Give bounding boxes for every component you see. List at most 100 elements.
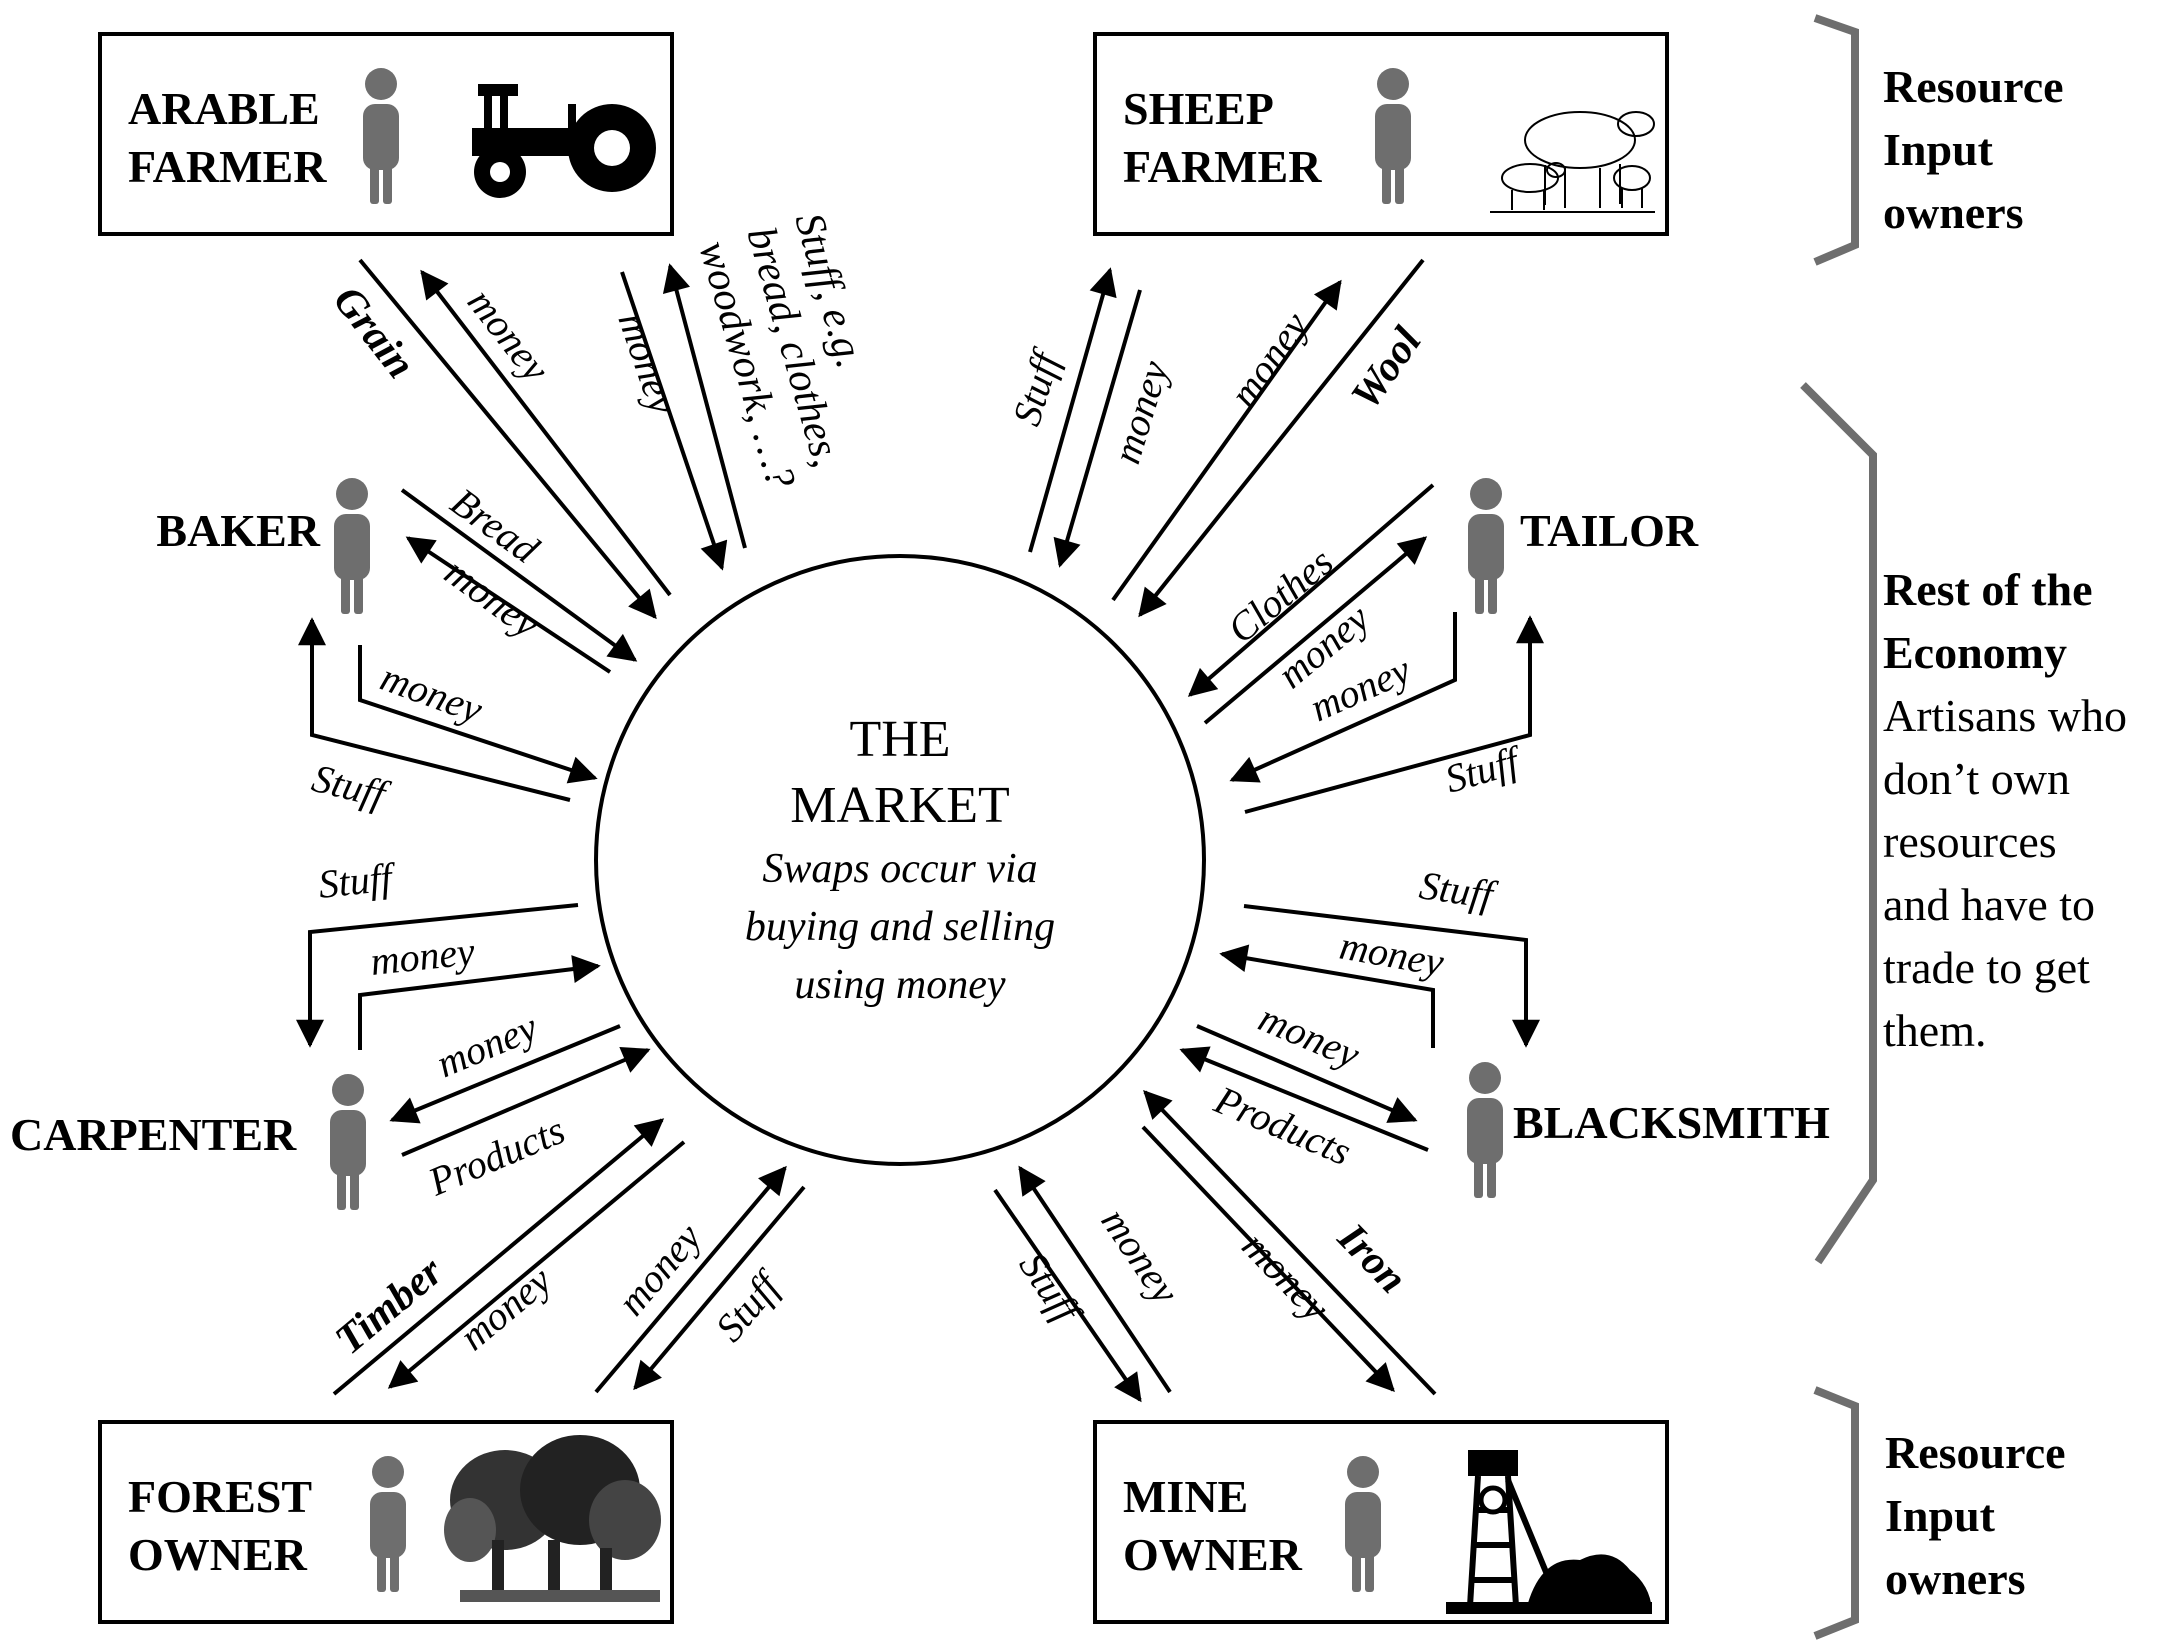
market: THE MARKET Swaps occur via buying and se… <box>594 554 1206 1166</box>
mine-owner-label-1: MINE <box>1123 1471 1248 1522</box>
mine-tower-icon <box>1446 1450 1652 1614</box>
arable-farmer-label-1: ARABLE <box>128 83 320 134</box>
rest-body-1: Artisans who <box>1883 690 2127 741</box>
rest-title-1: Rest of the <box>1883 564 2093 615</box>
baker-person-icon <box>334 478 370 614</box>
money-from-mine-arrow <box>1018 1165 1172 1394</box>
arable-farmer-label-2: FARMER <box>128 141 327 192</box>
bracket-top <box>1813 14 1859 266</box>
sheep-icon <box>1490 111 1655 213</box>
money-from-blacksmith-arrow <box>1219 944 1435 1048</box>
resource-bottom-2: Input <box>1885 1490 1996 1541</box>
money-blacksmith-label-2: money <box>1252 995 1366 1077</box>
forest-owner-box: FOREST OWNER <box>98 1420 674 1624</box>
money-arable-label-1: money <box>459 280 559 390</box>
blacksmith-person-icon <box>1467 1062 1503 1198</box>
tailor-person-icon <box>1468 478 1504 614</box>
stuff-carpenter-label: Stuff <box>316 854 399 907</box>
money-arable-label-2: money <box>609 306 686 420</box>
products-from-blacksmith-arrow <box>1179 1046 1429 1152</box>
wool-arrow <box>1138 258 1425 618</box>
side-brackets <box>1800 14 1877 1640</box>
grain-arrow <box>358 258 657 620</box>
market-subtitle-line2: buying and selling <box>745 904 1055 950</box>
resource-owners-top-label: Resource Input owners <box>1883 61 2064 238</box>
sheep-farmer-label-2: FARMER <box>1123 141 1322 192</box>
money-carpenter-label-1: money <box>368 928 477 984</box>
grain-label: Grain <box>324 278 423 387</box>
market-subtitle-line3: using money <box>794 962 1005 1008</box>
sheep-farmer-label-1: SHEEP <box>1123 83 1274 134</box>
forest-owner-label-1: FOREST <box>128 1471 312 1522</box>
resource-owners-bottom-label: Resource Input owners <box>1885 1427 2066 1604</box>
rest-body-2: don’t own <box>1883 753 2070 804</box>
stuff-sheep-label: Stuff <box>1004 343 1070 431</box>
rest-body-5: trade to get <box>1883 942 2090 993</box>
baker-label: BAKER <box>156 505 320 556</box>
rest-of-economy-label: Rest of the Economy Artisans who don’t o… <box>1883 564 2127 1056</box>
money-baker-label-1: money <box>437 549 548 647</box>
stuff-to-tailor-arrow <box>1244 615 1544 814</box>
money-baker-label-2: money <box>375 654 489 732</box>
stuff-to-mine-arrow <box>993 1188 1142 1403</box>
resource-top-1: Resource <box>1883 61 2064 112</box>
stuff-to-sheep-arrow <box>1028 267 1117 553</box>
flows <box>296 258 1544 1403</box>
baker: BAKER <box>156 478 370 614</box>
stuff-forest-label: Stuff <box>706 1261 791 1350</box>
bracket-bottom <box>1813 1386 1859 1640</box>
sheep-farmer-box: SHEEP FARMER <box>1093 32 1669 236</box>
mine-owner-box: MINE OWNER <box>1093 1420 1669 1624</box>
tailor-label: TAILOR <box>1520 505 1699 556</box>
bread-arrow <box>400 488 638 662</box>
clothes-arrow <box>1187 483 1435 697</box>
resource-top-3: owners <box>1883 187 2024 238</box>
products-from-carpenter-arrow <box>401 1047 651 1157</box>
products-carpenter-label: Products <box>421 1107 571 1205</box>
market-subtitle-line1: Swaps occur via <box>762 846 1037 892</box>
stuff-blacksmith-label: Stuff <box>1417 862 1501 917</box>
market-circle <box>594 554 1206 1166</box>
money-from-arable-arrow <box>620 271 728 571</box>
market-title-line1: THE <box>849 711 950 768</box>
stuff-to-baker-arrow <box>298 617 571 802</box>
rest-body-6: them. <box>1883 1005 1986 1056</box>
tailor: TAILOR <box>1468 478 1699 614</box>
iron-label: Iron <box>1328 1214 1415 1302</box>
money-forest-label-1: money <box>451 1257 560 1359</box>
money-from-forest-arrow <box>594 1165 787 1394</box>
money-from-carpenter-arrow <box>358 955 601 1050</box>
rest-title-2: Economy <box>1883 627 2067 678</box>
wool-label: Wool <box>1343 319 1431 418</box>
stuff-to-arable-arrow <box>662 263 747 549</box>
money-to-tailor-arrow <box>1203 536 1428 725</box>
carpenter-person-icon <box>330 1074 366 1210</box>
money-sheep-label-2: money <box>1221 304 1318 416</box>
forest-owner-label-2: OWNER <box>128 1529 308 1580</box>
money-to-arable-arrow <box>420 269 672 597</box>
resource-bottom-3: owners <box>1885 1553 2026 1604</box>
rest-body-4: and have to <box>1883 879 2095 930</box>
mine-owner-label-2: OWNER <box>1123 1529 1303 1580</box>
market-title-line2: MARKET <box>790 777 1010 834</box>
resource-bottom-1: Resource <box>1885 1427 2066 1478</box>
resource-top-2: Input <box>1883 124 1994 175</box>
carpenter-label: CARPENTER <box>10 1109 297 1160</box>
blacksmith: BLACKSMITH <box>1467 1062 1830 1198</box>
trees-icon <box>444 1435 661 1602</box>
money-from-tailor-arrow <box>1229 612 1457 783</box>
carpenter: CARPENTER <box>10 1074 366 1210</box>
stuff-tailor-label: Stuff <box>1440 737 1528 802</box>
timber-arrow <box>332 1118 665 1396</box>
arable-farmer-box: ARABLE FARMER <box>98 32 674 236</box>
iron-arrow <box>1143 1089 1437 1396</box>
money-to-sheep-arrow <box>1111 279 1342 602</box>
money-to-carpenter-arrow <box>389 1024 621 1124</box>
blacksmith-label: BLACKSMITH <box>1513 1097 1830 1148</box>
money-from-baker-arrow <box>358 645 598 784</box>
tractor-icon <box>472 84 656 198</box>
money-to-blacksmith-arrow <box>1196 1024 1418 1123</box>
stuff-to-blacksmith-arrow <box>1243 904 1540 1048</box>
money-from-sheep-arrow <box>1053 289 1142 568</box>
